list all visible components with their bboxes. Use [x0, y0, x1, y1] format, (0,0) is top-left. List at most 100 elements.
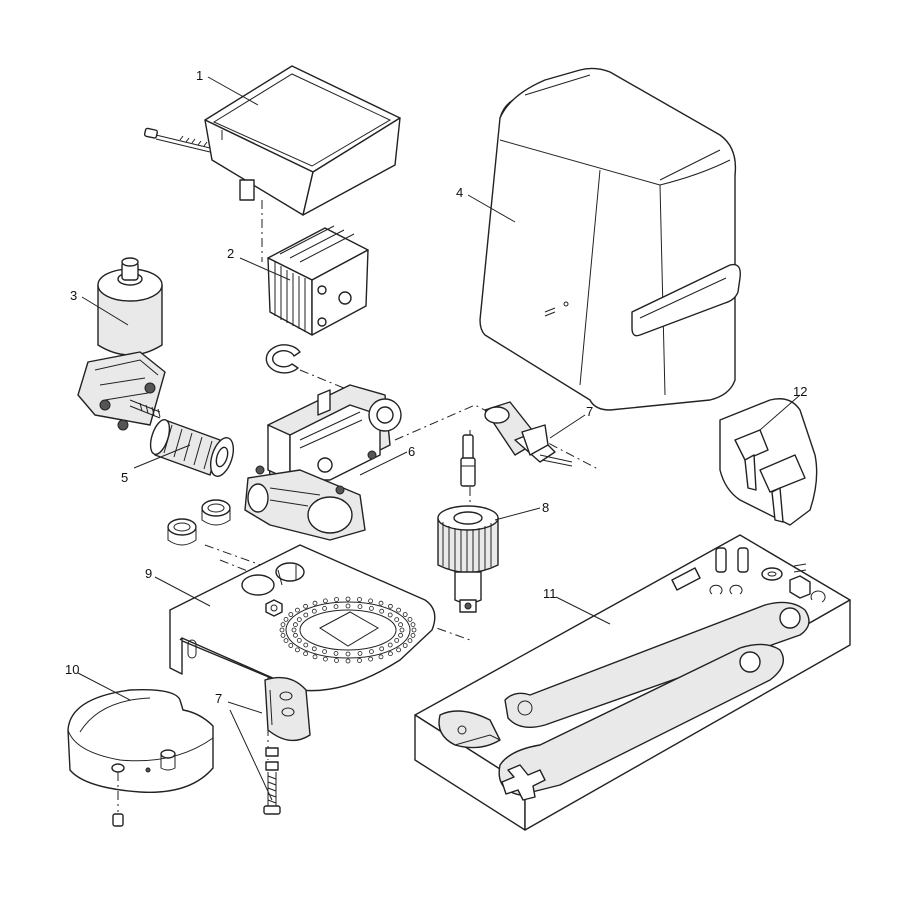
bolt-hole	[333, 651, 339, 656]
release-shaft-part	[484, 401, 573, 467]
bolt-hole	[296, 617, 302, 622]
bolt-hole	[303, 612, 309, 618]
bolt-hole	[357, 658, 362, 663]
transformer-part	[267, 225, 369, 336]
bolt-hole	[387, 642, 393, 648]
arm-kit-part	[414, 534, 851, 831]
pin-part	[460, 434, 476, 487]
bolt-hole	[399, 627, 405, 633]
bolt-hole	[402, 612, 408, 617]
bolt-hole	[398, 632, 404, 638]
bolt-hole	[387, 603, 393, 609]
pinion-gear-part	[437, 505, 499, 613]
label-part-10: 10	[65, 662, 79, 677]
bolt-hole	[283, 617, 289, 622]
label-part-11: 11	[543, 586, 557, 601]
bolt-hole	[291, 627, 297, 633]
bolt-hole	[322, 656, 328, 662]
bolt-hole	[280, 633, 286, 638]
bolt-hole	[334, 597, 339, 602]
label-part-2: 2	[227, 246, 234, 261]
label-part-4: 4	[456, 185, 463, 200]
label-part-6: 6	[408, 444, 415, 459]
leader-lines	[77, 76, 801, 801]
bolt-hole	[410, 633, 416, 638]
bolt-hole	[378, 654, 384, 660]
bolt-hole	[410, 622, 416, 627]
part-labels: 1 2 3 4 5 6 7 8 9 10 7 11 12	[65, 68, 807, 706]
bolt-hole	[398, 622, 404, 628]
bolt-hole	[322, 649, 328, 654]
motor-part	[77, 257, 166, 431]
bolt-hole	[407, 638, 413, 643]
bolt-hole	[345, 603, 351, 609]
bolt-hole	[312, 600, 318, 606]
gearbox-housing-part	[244, 384, 402, 541]
bolt-hole	[296, 638, 302, 643]
bolt-hole	[279, 627, 285, 633]
bolt-hole	[312, 654, 318, 660]
base-plate-part	[169, 544, 436, 692]
bolt-hole	[322, 598, 328, 604]
bolt-hole	[294, 647, 300, 653]
bolt-hole	[407, 617, 413, 622]
bottom-guard-part	[67, 689, 214, 827]
label-part-7-lower: 7	[215, 691, 222, 706]
bolt-hole	[334, 658, 339, 663]
control-box-part	[204, 65, 401, 216]
bolt-hole	[387, 651, 393, 657]
long-screw	[143, 127, 211, 153]
bolt-hole-ring	[279, 596, 417, 664]
label-part-3: 3	[70, 288, 77, 303]
label-part-5: 5	[121, 470, 128, 485]
bolt-hole	[379, 608, 385, 614]
bolt-hole	[357, 651, 363, 656]
bracket-bolt-part	[263, 676, 311, 815]
bolt-hole	[387, 612, 393, 618]
bolt-hole	[368, 656, 374, 662]
release-keys-part	[719, 398, 818, 526]
bolt-hole	[411, 627, 417, 633]
bolt-hole	[394, 638, 400, 643]
bolt-hole	[311, 608, 317, 614]
label-part-8: 8	[542, 500, 549, 515]
bolt-hole	[357, 597, 362, 602]
bolt-hole	[345, 651, 351, 657]
bolt-hole	[379, 646, 385, 652]
worm-gear-part	[149, 419, 235, 477]
plate-nut	[265, 599, 283, 617]
bolt-hole	[402, 643, 408, 648]
bolt-hole	[345, 596, 351, 602]
label-part-12: 12	[793, 384, 807, 399]
bolt-hole	[288, 612, 294, 617]
cover-part	[479, 67, 741, 411]
bolt-hole	[378, 600, 384, 606]
bolt-hole	[368, 598, 374, 604]
bolt-hole	[394, 617, 400, 622]
label-part-1: 1	[196, 68, 203, 83]
bolt-hole	[283, 638, 289, 643]
label-part-9: 9	[145, 566, 152, 581]
bolt-hole	[303, 651, 309, 657]
bolt-hole	[288, 643, 294, 648]
bolt-hole	[292, 622, 298, 628]
bolt-hole	[292, 632, 298, 638]
bolt-hole	[303, 603, 309, 609]
bolt-hole	[368, 649, 374, 654]
bolt-hole	[322, 606, 328, 611]
bolt-hole	[333, 604, 339, 609]
circlip-part	[265, 344, 301, 374]
bolt-hole	[303, 642, 309, 648]
bolt-hole	[345, 658, 351, 664]
bolt-hole	[294, 607, 300, 613]
bolt-hole	[396, 607, 402, 613]
bearing-rings	[167, 499, 231, 546]
bolt-hole	[280, 622, 286, 627]
label-part-7-upper: 7	[586, 404, 593, 419]
bolt-hole	[357, 604, 363, 609]
bolt-hole	[396, 647, 402, 653]
bolt-hole	[311, 646, 317, 652]
bolt-hole	[368, 606, 374, 611]
